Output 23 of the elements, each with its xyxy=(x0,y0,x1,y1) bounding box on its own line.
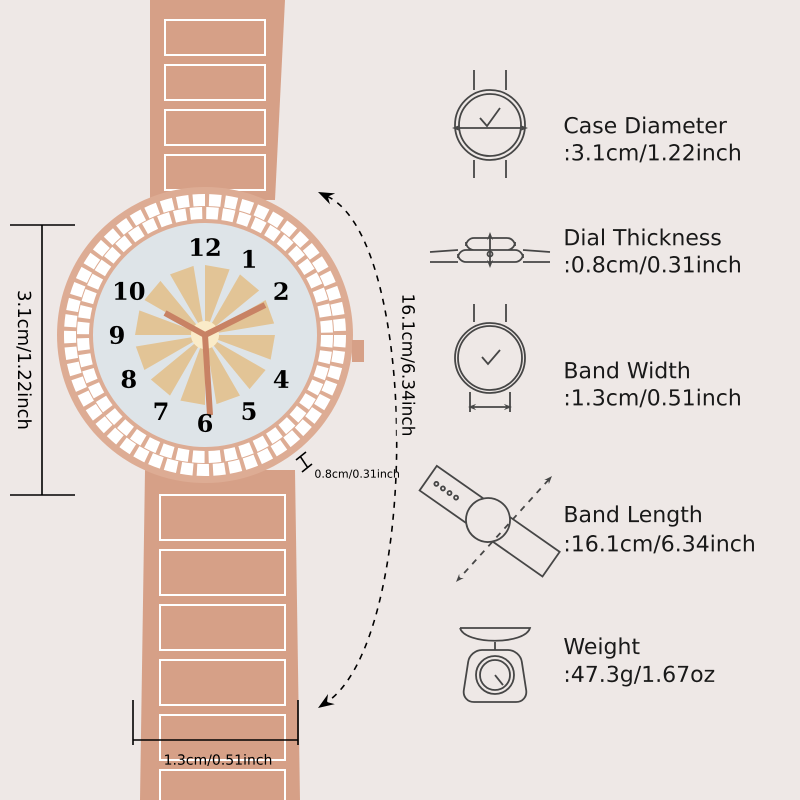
dimension-label: 3.1cm/1.22inch xyxy=(12,286,36,434)
spec-value: :1.3cm/0.51inch xyxy=(566,388,740,408)
spec-heading: Band Length xyxy=(566,505,701,527)
spec-heading: Case Diameter xyxy=(564,116,727,134)
dial-numeral: 7 xyxy=(154,402,168,420)
dial-numeral: 8 xyxy=(122,370,136,388)
spec-value: :16.1cm/6.34inch xyxy=(566,534,754,554)
spec-value: :47.3g/1.67oz xyxy=(566,666,714,686)
dial-numeral: 10 xyxy=(115,282,144,300)
spec-heading: Weight xyxy=(564,637,640,659)
dial-numeral: 12 xyxy=(191,238,220,256)
spec-heading: Dial Thickness xyxy=(566,228,721,246)
dial-numeral: 2 xyxy=(274,282,288,300)
spec-value: :3.1cm/1.22inch xyxy=(566,144,740,162)
dimension-label: 0.8cm/0.31inch xyxy=(315,469,399,479)
spec-value: :0.8cm/0.31inch xyxy=(566,256,740,274)
dial-numeral: 9 xyxy=(110,326,124,344)
dial-numeral: 6 xyxy=(198,414,212,432)
dial-numeral: 1 xyxy=(244,250,255,268)
dimension-label: 16.1cm/6.34inch xyxy=(396,290,420,440)
dial-numeral: 5 xyxy=(242,402,256,420)
spec-heading: Band Width xyxy=(566,362,689,379)
dial-numeral: 4 xyxy=(274,370,289,388)
